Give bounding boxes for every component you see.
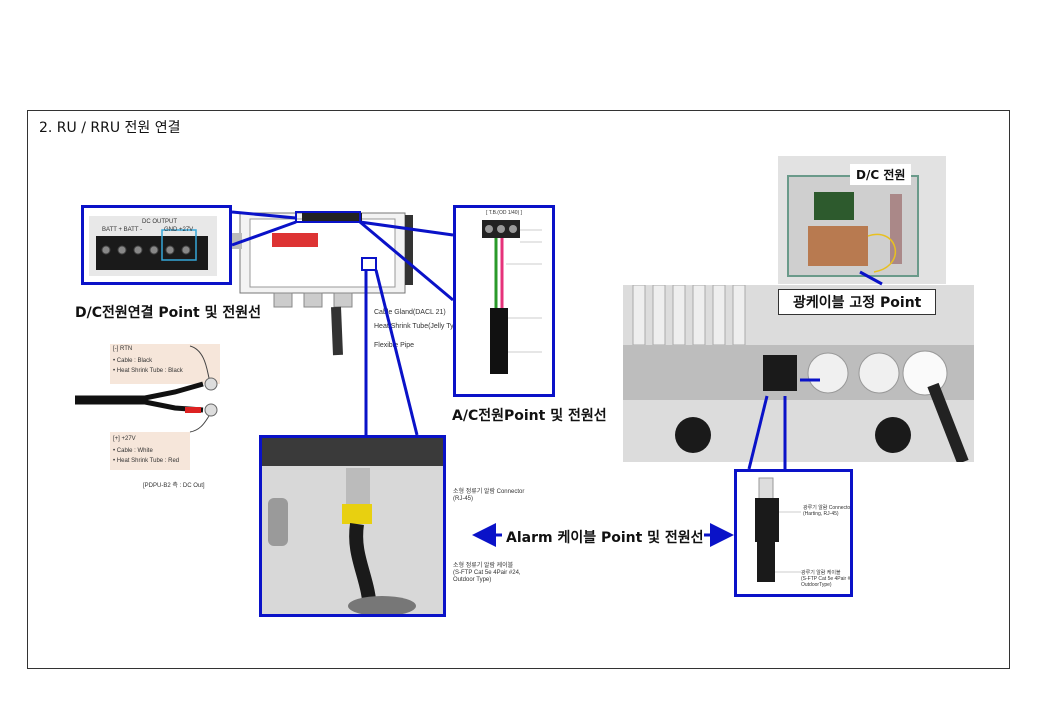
enclosure-callout-2: Heat Shrink Tube(Jelly Type): [374, 323, 464, 330]
section-title: 2. RU / RRU 전원 연결: [39, 120, 181, 136]
ac-terminal-diagram: [ T.B.(OD 1/40) ]: [453, 205, 555, 397]
rtn-title: [-] RTN: [113, 346, 133, 352]
rtn-cable: • Cable : Black: [113, 358, 153, 364]
pos-title: [+] +27V: [113, 436, 136, 442]
terminal-left-tag: BATT + BATT -: [102, 227, 143, 233]
ac-point-label: A/C전원Point 및 전원선: [452, 408, 607, 424]
pos-tube: • Heat Shrink Tube : Red: [113, 458, 180, 464]
rru-alarm-detail: 광루기 알람 Connector (Harting, RJ-45) 광루기 알람…: [734, 469, 853, 597]
alarm-connector-callout: 소형 정류기 알람 Connector (RJ-45): [453, 489, 525, 502]
dc-power-photo: D/C 전원: [778, 156, 946, 284]
fiber-point-label: 광케이블 고정 Point: [778, 289, 937, 315]
terminal-right-tag: GND +27V: [164, 227, 194, 233]
ac-diagram-header: [ T.B.(OD 1/40) ]: [486, 210, 523, 216]
alarm-point-label: Alarm 케이블 Point 및 전원선: [506, 530, 704, 546]
alarm-connector-detail: [259, 435, 446, 617]
rru-connector-callout: 광루기 알람 Connector (Harting, RJ-45): [803, 505, 852, 517]
rru-cable-callout: 광루기 알람 케이블 (S-FTP Cat 5e 4Pair # Outdoor…: [801, 570, 851, 588]
rtn-tube: • Heat Shrink Tube : Black: [113, 368, 183, 374]
alarm-cable-callout: 소형 정류기 알람 케이블 (S-FTP Cat 5e 4Pair #24, O…: [453, 563, 521, 583]
enclosure-callout-1: Cable Gland(DACL 21): [374, 309, 446, 316]
dc-terminal-block-photo: DC OUTPUT BATT + BATT - GND +27V: [81, 205, 232, 285]
pos-cable: • Cable : White: [113, 448, 153, 454]
terminal-header: DC OUTPUT: [142, 219, 177, 225]
dc-power-label: D/C 전원: [850, 164, 912, 185]
source-note: [PDPU-B2 측 : DC Out]: [143, 483, 205, 489]
dc-point-label: D/C전원연결 Point 및 전원선: [75, 305, 262, 321]
enclosure-alarm-port-highlight: [361, 257, 377, 271]
dc-cable-legend: [-] RTN • Cable : Black • Heat Shrink Tu…: [75, 340, 235, 500]
slide-frame: [27, 110, 1010, 669]
enclosure-terminal-highlight: [295, 211, 361, 223]
